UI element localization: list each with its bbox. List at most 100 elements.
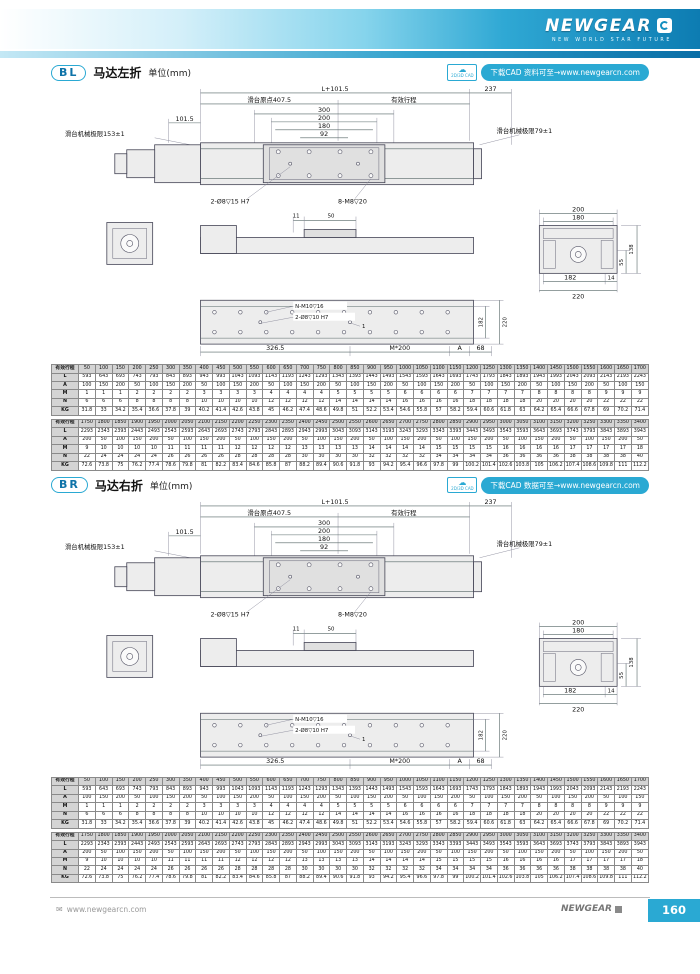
value-cell: 43.8	[245, 819, 264, 829]
cad-download-link[interactable]: 下载CAD 资料可至→www.newgearcn.com	[481, 64, 649, 81]
value-cell: 150	[597, 848, 615, 858]
value-cell: 18	[496, 397, 515, 408]
dim-92: 92	[320, 543, 328, 551]
value-cell: 150	[496, 380, 515, 391]
value-cell: 1443	[362, 785, 381, 795]
row-label: M	[51, 802, 79, 812]
value-cell: 200	[178, 380, 197, 391]
model-section: BR 马达右折 单位(mm) ☁ 2D/3D CAD 下载CAD 数据可至→ww…	[51, 476, 650, 884]
value-cell: 2293	[78, 840, 96, 850]
value-cell: 33	[94, 819, 113, 829]
value-cell: 3793	[580, 427, 599, 437]
value-cell: 14	[329, 810, 347, 821]
value-cell: 30	[346, 865, 364, 875]
dim-bot-182: 182	[479, 317, 485, 327]
stroke-header-cell: 100	[94, 364, 113, 374]
value-cell: 36	[496, 865, 515, 875]
stroke-header-cell: 3250	[580, 418, 599, 429]
value-cell: 16	[446, 397, 465, 408]
brand-block: NEWGEAR NEW WORLD STAR FUTURE	[545, 16, 672, 43]
stroke-header-cell: 2100	[195, 831, 213, 842]
value-cell: 53.4	[379, 406, 398, 416]
value-cell: 3943	[630, 427, 650, 437]
value-cell: 150	[295, 380, 314, 391]
value-cell: 10	[195, 397, 213, 408]
value-cell: 100	[446, 848, 465, 858]
value-cell: 2243	[630, 785, 650, 795]
value-cell: 200	[480, 848, 498, 858]
value-cell: 15	[446, 444, 465, 454]
value-cell: 2	[145, 802, 163, 812]
stroke-header-cell: 2900	[463, 418, 481, 429]
value-cell: 6	[78, 397, 96, 408]
value-cell: 1743	[463, 372, 481, 383]
value-cell: 3093	[346, 840, 364, 850]
value-cell: 1593	[413, 372, 431, 383]
footer-brand-name: NEWGEAR	[560, 904, 612, 915]
value-cell: 50	[329, 380, 347, 391]
value-cell: 200	[279, 848, 297, 858]
stroke-header-cell: 650	[279, 776, 297, 787]
dim-end-220: 220	[572, 292, 584, 300]
cad-download-group: ☁ 2D/3D CAD 下载CAD 数据可至→www.newgearcn.com	[447, 476, 649, 494]
stroke-header-cell: 500	[228, 364, 247, 374]
value-cell: 22	[630, 810, 650, 821]
value-cell: 3	[212, 802, 230, 812]
stroke-header-cell: 1300	[496, 776, 515, 787]
value-cell: 8	[145, 810, 163, 821]
value-cell: 99	[446, 461, 465, 471]
value-cell: 55.8	[413, 819, 431, 829]
value-cell: 100	[346, 380, 364, 391]
stroke-header-cell: 2050	[178, 831, 197, 842]
stroke-header-cell: 1750	[78, 418, 96, 429]
plan-view: L+101.5 237 滑台原点407.5 有效行程 300 200 180 9…	[65, 85, 552, 206]
value-cell: 150	[563, 793, 582, 804]
value-cell: 20	[580, 810, 599, 821]
dim-50: 50	[328, 626, 335, 632]
value-cell: 200	[212, 435, 230, 446]
value-cell: 1393	[346, 785, 364, 795]
stroke-header-cell: 850	[346, 364, 364, 374]
value-cell: 52.2	[362, 819, 381, 829]
value-cell: 24	[111, 452, 130, 463]
value-cell: 18	[480, 810, 498, 821]
stroke-header-cell: 1150	[446, 776, 465, 787]
value-cell: 5	[346, 802, 364, 812]
value-cell: 9	[597, 389, 615, 399]
value-cell: 3043	[329, 840, 347, 850]
value-cell: 8	[530, 389, 548, 399]
value-cell: 17	[563, 444, 582, 454]
value-cell: 593	[78, 372, 96, 383]
value-cell: 101.4	[480, 461, 498, 471]
value-cell: 8	[563, 802, 582, 812]
stroke-header-cell: 1850	[111, 418, 130, 429]
value-cell: 28	[245, 452, 264, 463]
holes-bottom1-label: N-M10▽16	[295, 717, 324, 723]
value-cell: 2	[178, 802, 197, 812]
value-cell: 65.4	[547, 819, 565, 829]
cad-download-link[interactable]: 下载CAD 数据可至→www.newgearcn.com	[481, 476, 649, 494]
value-cell: 38	[614, 452, 632, 463]
dim-end-220: 220	[572, 705, 584, 713]
stroke-header-cell: 450	[212, 776, 230, 787]
value-cell: 31.8	[78, 819, 96, 829]
value-cell: 95.4	[396, 461, 414, 471]
value-cell: 2443	[128, 427, 146, 437]
stroke-header-cell: 2400	[295, 831, 314, 842]
dim-92: 92	[320, 130, 328, 138]
value-cell: 2	[128, 389, 146, 399]
value-cell: 28	[279, 452, 297, 463]
section-header: BR 马达右折 单位(mm) ☁ 2D/3D CAD 下载CAD 数据可至→ww…	[51, 476, 649, 494]
value-cell: 1693	[446, 372, 465, 383]
value-cell: 50	[362, 848, 381, 858]
value-cell: 46.2	[279, 819, 297, 829]
footer-website-link[interactable]: www.newgearcn.com	[66, 904, 147, 914]
row-label: A	[51, 380, 79, 391]
stroke-header-cell: 50	[78, 364, 96, 374]
value-cell: 8	[161, 397, 180, 408]
value-cell: 50	[295, 435, 314, 446]
value-cell: 3093	[346, 427, 364, 437]
